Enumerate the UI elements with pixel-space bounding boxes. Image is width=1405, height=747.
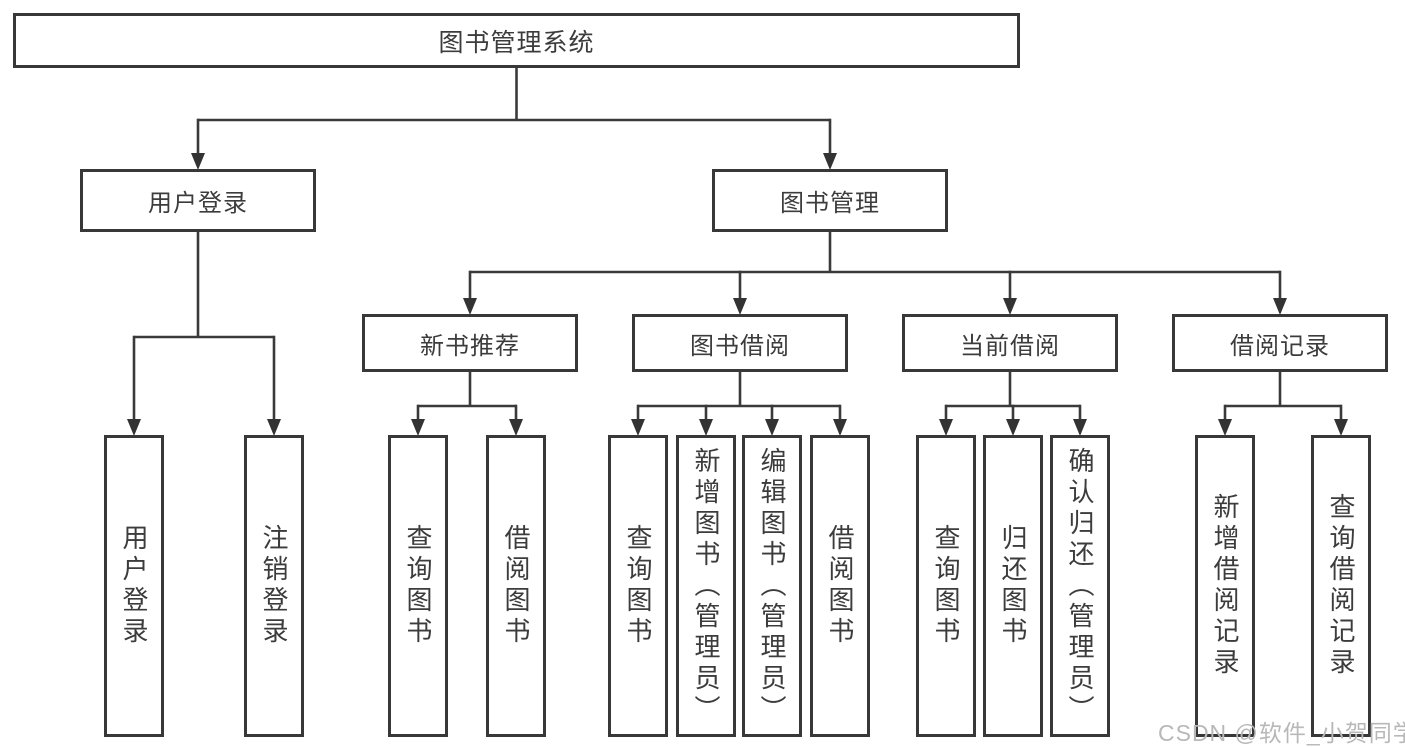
leaf-logout: 注销登录 [244,435,304,737]
leaf-user-login: 用户登录 [104,435,164,737]
node-book-borrow: 图书借阅 [632,314,848,372]
leaf-query-borrow-record: 查询借阅记录 [1311,435,1371,737]
leaf-return-books: 归还图书 [983,435,1043,737]
node-root: 图书管理系统 [13,13,1020,68]
leaf-borrow-books-recommend: 借阅图书 [486,435,546,737]
leaf-borrow-books: 借阅图书 [810,435,870,737]
leaf-add-books-admin: 新增图书（管理员） [676,435,736,737]
node-new-books: 新书推荐 [362,314,578,372]
leaf-confirm-return-admin: 确认归还（管理员） [1050,435,1110,737]
leaf-query-books-current: 查询图书 [916,435,976,737]
leaf-edit-books-admin: 编辑图书（管理员） [742,435,802,737]
leaf-query-books-borrow: 查询图书 [608,435,668,737]
node-borrow-records: 借阅记录 [1172,314,1388,372]
csdn-watermark: CSDN @软件_小贺同学 [1158,720,1405,746]
node-current-borrow: 当前借阅 [902,314,1118,372]
node-book-mgmt: 图书管理 [712,169,948,232]
node-user-login: 用户登录 [80,169,316,232]
leaf-query-books-recommend: 查询图书 [388,435,448,737]
leaf-add-borrow-record: 新增借阅记录 [1195,435,1255,737]
